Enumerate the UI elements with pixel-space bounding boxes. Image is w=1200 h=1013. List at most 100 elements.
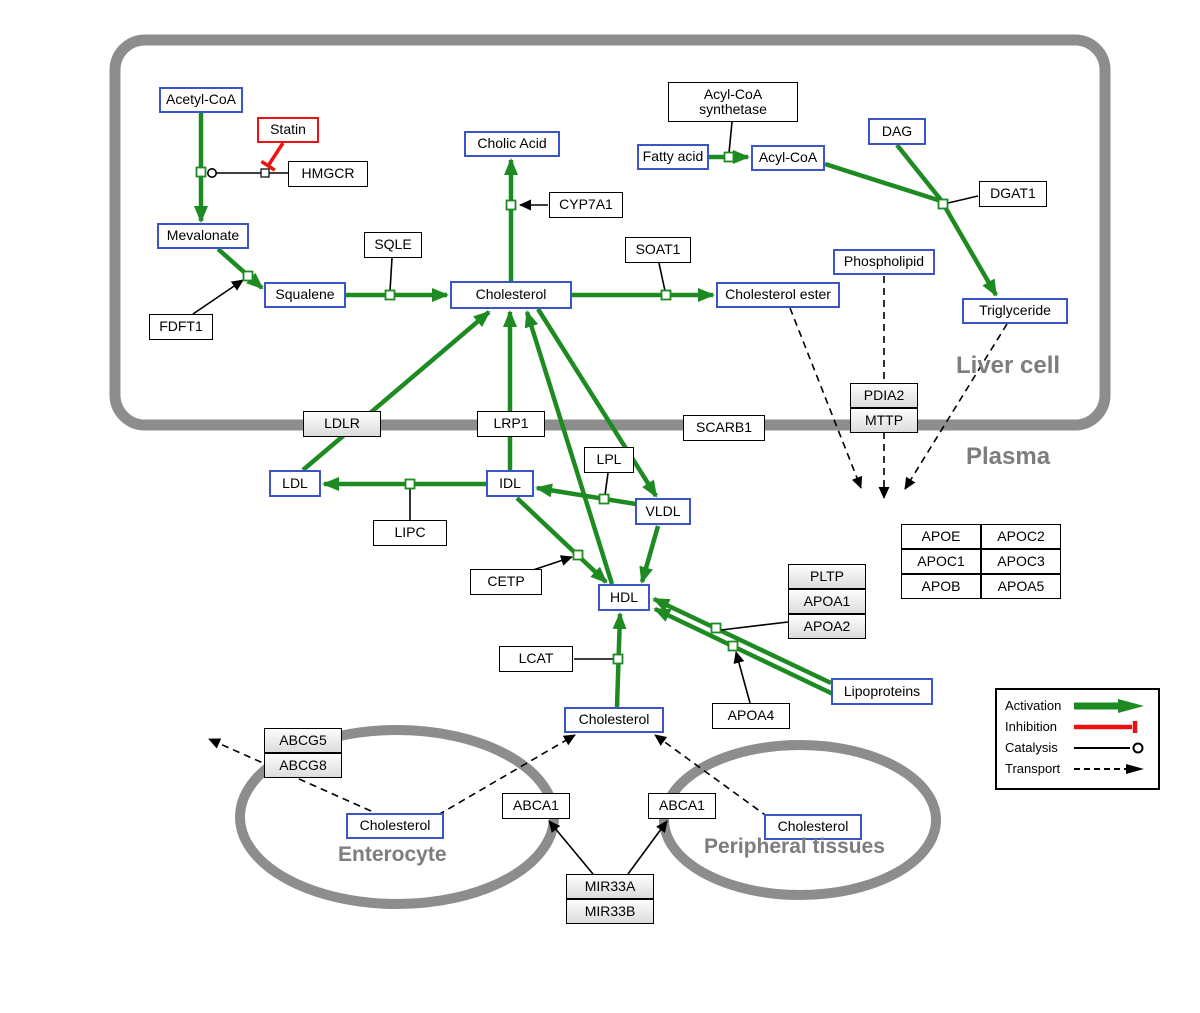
enterocyte-label: Enterocyte [338,843,447,866]
legend-label-inhibition: Inhibition [1005,719,1058,734]
node-pdia2[interactable]: PDIA2 [850,383,918,408]
reaction-node [384,289,396,301]
node-statin[interactable]: Statin [257,117,319,143]
edge-dgat1-catalysis [947,195,979,204]
node-ldlr[interactable]: LDLR [303,411,381,437]
node-cyp7a1[interactable]: CYP7A1 [549,192,623,218]
node-abca1-peripheral[interactable]: ABCA1 [648,793,716,819]
edge-mevalonate-to-squalene [216,247,264,290]
node-apoc3[interactable]: APOC3 [981,549,1061,574]
node-apoa1[interactable]: APOA1 [788,589,866,614]
node-apoc2[interactable]: APOC2 [981,524,1061,549]
node-abcg8[interactable]: ABCG8 [264,753,342,778]
legend-row-catalysis: Catalysis [1005,737,1150,758]
node-sqle[interactable]: SQLE [364,232,422,258]
inhibition-legend-icon [1074,720,1138,733]
edge-idl-to-hdl [515,496,608,584]
node-lcat[interactable]: LCAT [499,646,573,672]
edge-mir33-to-abca1-peripheral [627,820,668,875]
node-cholic-acid[interactable]: Cholic Acid [464,131,560,157]
edge-mir33-to-abca1-enterocyte [548,820,594,875]
edge-lipoproteins-to-hdl-upper [652,596,832,686]
legend-label-catalysis: Catalysis [1005,740,1058,755]
edge-triglyceride-secretion [904,323,1008,490]
node-phospholipid[interactable]: Phospholipid [833,249,935,275]
legend-row-inhibition: Inhibition [1005,716,1150,737]
legend-label-transport: Transport [1005,761,1061,776]
node-idl[interactable]: IDL [486,470,534,497]
node-apoa4[interactable]: APOA4 [712,703,790,729]
edge-hdl-to-cholesterol [524,310,615,585]
peripheral-tissues-label: Peripheral tissues [704,835,885,858]
node-dag[interactable]: DAG [868,118,926,145]
node-abca1-enterocyte[interactable]: ABCA1 [502,793,570,819]
node-ldl[interactable]: LDL [269,470,321,497]
node-cetp[interactable]: CETP [470,569,542,595]
node-cholesterol-ester[interactable]: Cholesterol ester [716,282,840,308]
node-squalene[interactable]: Squalene [264,282,346,308]
node-scarb1[interactable]: SCARB1 [683,415,765,441]
edge-statin-inhibits-hmgcr [260,142,285,172]
node-mttp[interactable]: MTTP [850,408,918,433]
edge-apoa4-catalysis [733,651,751,704]
node-cholesterol-liver[interactable]: Cholesterol [450,281,572,309]
reaction-node [505,199,517,211]
node-vldl[interactable]: VLDL [635,498,691,525]
node-lpl[interactable]: LPL [584,447,634,473]
edge-enterocyte-cholesterol-transport [437,734,576,816]
edge-apoa-stack-catalysis [720,621,789,631]
node-apob[interactable]: APOB [901,574,981,599]
node-fatty-acid[interactable]: Fatty acid [637,144,709,170]
node-acyl-coa-synthetase[interactable]: Acyl-CoA synthetase [668,82,798,122]
reaction-node [727,640,739,652]
reaction-node [242,270,254,282]
node-dgat1[interactable]: DGAT1 [979,181,1047,207]
node-apoa5[interactable]: APOA5 [981,574,1061,599]
reaction-node [937,198,949,210]
reaction-node [612,653,624,665]
node-apoa2[interactable]: APOA2 [788,614,866,639]
reaction-node [195,166,207,178]
node-pltp[interactable]: PLTP [788,564,866,589]
node-lipoproteins[interactable]: Lipoproteins [831,678,933,705]
node-hmgcr[interactable]: HMGCR [288,161,368,187]
edge-sqle-catalysis [389,257,393,292]
edge-dgat-junction-to-triglyceride [943,205,998,297]
edge-soat1-catalysis [658,262,666,292]
edge-cholesterol-ester-secretion [789,307,863,489]
node-cholesterol-enterocyte[interactable]: Cholesterol [346,813,444,839]
legend-row-activation: Activation [1005,695,1150,716]
reaction-node [572,549,584,561]
node-cholesterol-peripheral[interactable]: Cholesterol [764,814,862,840]
node-acyl-coa[interactable]: Acyl-CoA [751,145,825,171]
node-fdft1[interactable]: FDFT1 [149,314,213,340]
node-lipc[interactable]: LIPC [373,520,447,546]
reaction-node [710,622,722,634]
node-acetyl-coa[interactable]: Acetyl-CoA [159,87,243,113]
reaction-node [723,151,735,163]
edge-cetp-catalysis [532,555,573,571]
activation-legend-icon [1074,698,1144,713]
node-hdl[interactable]: HDL [598,584,650,611]
compartment-peripheral-tissues [659,740,941,900]
legend-label-activation: Activation [1005,698,1062,713]
node-mir33a[interactable]: MIR33A [566,874,654,899]
junction-node [260,168,270,178]
node-mir33b[interactable]: MIR33B [566,899,654,924]
node-soat1[interactable]: SOAT1 [625,237,691,263]
node-lrp1[interactable]: LRP1 [477,411,545,437]
catalysis-legend-icon [1074,742,1144,753]
edge-fdft1-catalysis [192,279,244,315]
node-mevalonate[interactable]: Mevalonate [157,223,249,249]
node-abcg5[interactable]: ABCG5 [264,728,342,753]
node-apoe[interactable]: APOE [901,524,981,549]
edge-dag-to-dgat-junction [895,143,943,202]
edge-acyl-coa-synthetase-catalysis [728,121,733,154]
node-triglyceride[interactable]: Triglyceride [962,298,1068,324]
node-cholesterol-hdl[interactable]: Cholesterol [564,707,664,733]
node-apoc1[interactable]: APOC1 [901,549,981,574]
